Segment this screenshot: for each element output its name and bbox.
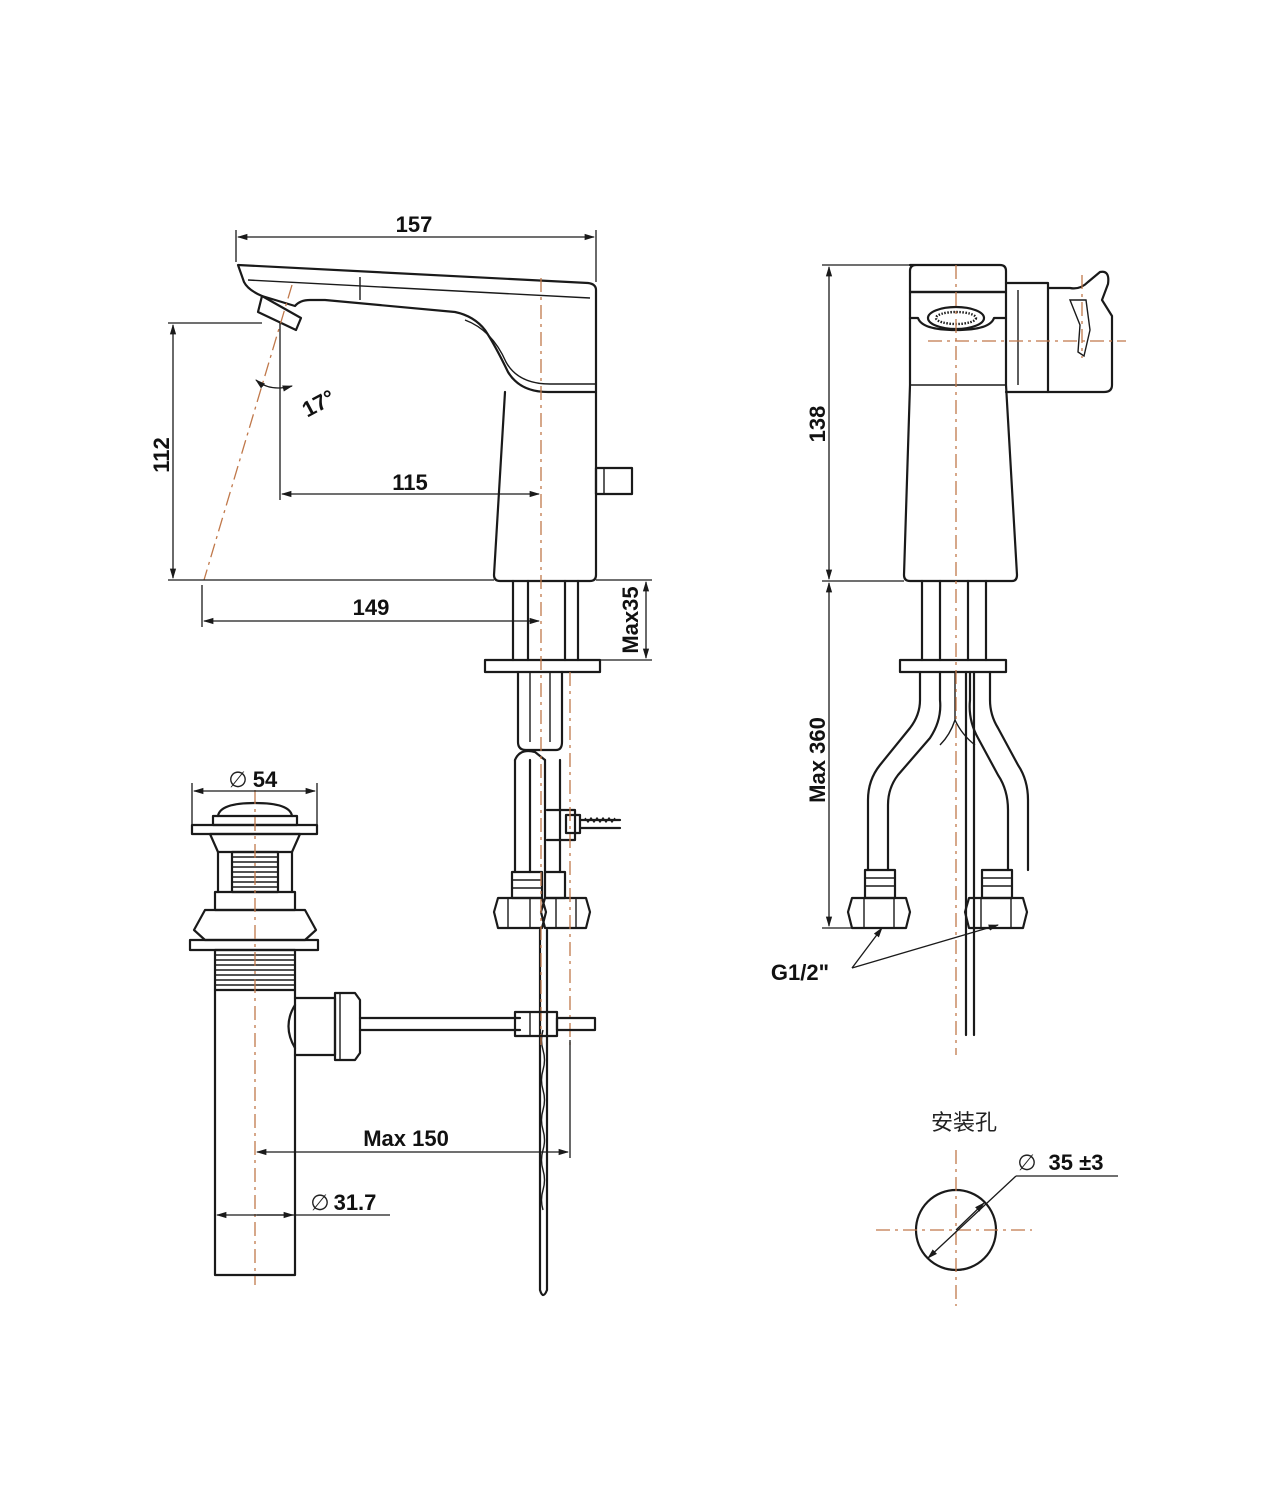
hole-dia-symbol: ∅ [1017,1151,1036,1176]
dim-reach-label: 115 [392,470,428,495]
drain-dia-symbol: ∅ [228,768,247,793]
drain-tube-dia-label: 31.7 [334,1190,377,1215]
mounting-hole-title: 安装孔 [931,1111,997,1136]
faucet-front-view [846,263,1126,1055]
dim-angle-label: 17° [298,385,339,423]
faucet-dimensions: 157 112 115 149 17° Max35 [149,212,652,661]
front-dimensions: 138 Max 360 G1/2" [771,264,999,985]
drain-head-dia-label: 54 [253,767,278,792]
drain-dimensions: ∅ 54 Max 150 ∅ 31.7 [191,767,571,1219]
dim-shank-label: Max35 [618,586,643,653]
mounting-hole: 安装孔 ∅ 35 ±3 [876,1111,1118,1306]
dim-outlet-label: 149 [353,595,390,620]
popup-rod-label: Max 150 [363,1126,449,1151]
dim-length-label: 157 [396,212,433,237]
dim-hose-length-label: Max 360 [805,717,830,803]
drain-tube-dia-symbol: ∅ [310,1191,329,1216]
faucet-side-view [203,263,634,1297]
hole-dia-label: 35 ±3 [1049,1150,1104,1175]
hose-thread-label: G1/2" [771,960,829,985]
popup-drain [188,790,597,1285]
dim-body-height-label: 138 [805,406,830,443]
dim-height-label: 112 [149,437,174,473]
